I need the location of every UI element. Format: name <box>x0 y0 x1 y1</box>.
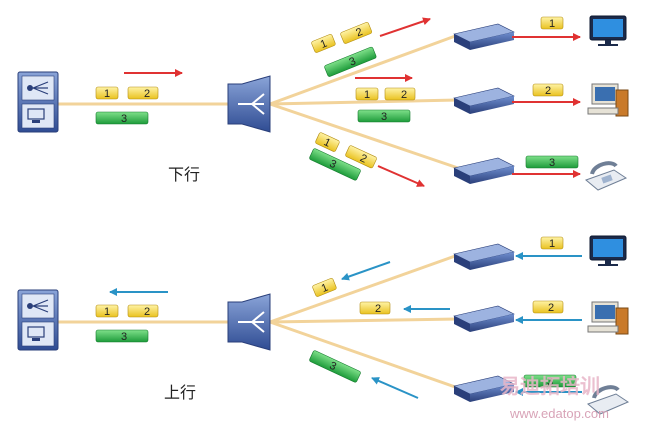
branch-3-packets: 1 2 3 <box>309 132 377 181</box>
packet-label: 3 <box>381 111 387 123</box>
onu-icon <box>453 305 515 332</box>
packet-label: 1 <box>319 38 329 51</box>
pc-icon <box>587 83 629 117</box>
packet: 3 <box>525 155 579 169</box>
packet-label: 3 <box>327 158 338 171</box>
branch-1-packets: 1 <box>312 278 337 297</box>
packet: 3 <box>357 109 411 123</box>
branch-fiber <box>269 320 459 390</box>
packet: 3 <box>324 46 377 77</box>
packet-label: 2 <box>354 26 364 39</box>
packet: 2 <box>532 300 564 314</box>
packet: 2 <box>127 86 159 100</box>
tv-icon <box>589 235 627 266</box>
upstream-arrow <box>341 261 391 281</box>
onu-icon <box>453 375 515 402</box>
trunk-packets: 1 2 3 <box>95 304 159 343</box>
downstream-section: 1 2 3 1 2 3 <box>17 15 629 191</box>
packet: 1 <box>315 132 340 152</box>
packet: 2 <box>340 22 373 44</box>
upstream-section: 1 2 3 1 2 <box>17 235 630 415</box>
branch-fiber <box>269 317 459 324</box>
packet-label: 1 <box>364 89 370 101</box>
branch-fiber <box>269 33 459 106</box>
phone-icon <box>587 385 630 415</box>
onu-icon <box>453 243 515 270</box>
packet-label: 2 <box>144 88 150 100</box>
watermark-url: www.edatop.com <box>509 406 609 421</box>
packet-label: 1 <box>549 238 555 250</box>
branch-fiber <box>269 253 459 324</box>
packet-label: 3 <box>347 55 357 68</box>
packet: 1 <box>540 16 564 30</box>
packet: 1 <box>312 278 337 297</box>
packet: 1 <box>355 87 379 101</box>
branch-3-packets: 3 <box>309 350 361 383</box>
packet: 1 <box>95 304 119 318</box>
watermark-text: 易迪拓培训 <box>500 374 600 398</box>
packet-label: 2 <box>375 303 381 315</box>
packet-label: 3 <box>121 331 127 343</box>
branch-fiber <box>269 98 459 106</box>
packet-label: 1 <box>322 136 333 149</box>
packet: 1 <box>311 34 336 53</box>
branch-1-packets: 1 2 3 <box>311 22 377 77</box>
packet: 2 <box>532 83 564 97</box>
onu-icon <box>453 157 515 184</box>
upstream-label: 上行 <box>164 383 196 402</box>
tv-icon <box>589 15 627 46</box>
packet-label: 3 <box>121 113 127 125</box>
trunk-packets: 1 2 3 <box>95 86 159 125</box>
packet-label: 3 <box>549 157 555 169</box>
splitter-icon <box>227 293 271 351</box>
packet: 1 <box>540 236 564 250</box>
packet: 3 <box>309 350 361 383</box>
packet-label: 2 <box>545 85 551 97</box>
packet-label: 3 <box>327 360 338 373</box>
phone-icon <box>585 161 628 191</box>
packet: 2 <box>127 304 159 318</box>
packet-label: 2 <box>358 152 369 165</box>
packet-label: 3 <box>547 376 553 388</box>
downstream-arrow <box>377 165 425 187</box>
packet: 1 <box>95 86 119 100</box>
olt-icon <box>17 289 59 351</box>
splitter-icon <box>227 75 271 133</box>
packet: 2 <box>345 145 377 169</box>
packet-label: 1 <box>104 306 110 318</box>
packet: 3 <box>95 329 149 343</box>
upstream-arrow <box>371 377 419 399</box>
pc-icon <box>587 301 629 335</box>
packet: 2 <box>359 301 391 315</box>
packet-label: 2 <box>144 306 150 318</box>
branch-fiber <box>269 102 459 170</box>
onu-icon <box>453 87 515 114</box>
branch-2-packets: 2 <box>359 301 391 315</box>
branch-2-packets: 1 2 3 <box>355 87 416 123</box>
downstream-label: 下行 <box>168 165 200 184</box>
packet-label: 1 <box>104 88 110 100</box>
olt-icon <box>17 71 59 133</box>
packet: 3 <box>523 374 577 388</box>
packet-label: 2 <box>548 302 554 314</box>
downstream-arrow <box>379 17 431 37</box>
packet: 3 <box>309 148 361 181</box>
packet-label: 1 <box>320 282 330 295</box>
packet-label: 1 <box>549 18 555 30</box>
packet-label: 2 <box>401 89 407 101</box>
onu-icon <box>453 23 515 50</box>
packet: 3 <box>95 111 149 125</box>
watermark: 易迪拓培训 www.edatop.com <box>500 374 609 421</box>
packet: 2 <box>384 87 416 101</box>
